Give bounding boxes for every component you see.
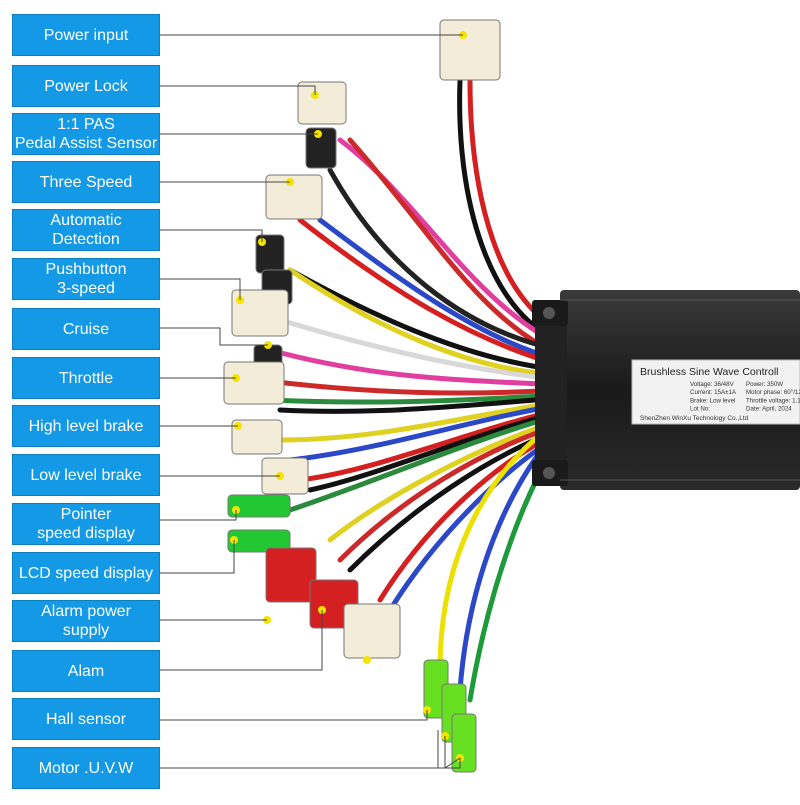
leader-line-alarm <box>160 610 323 671</box>
three-speed-connector <box>265 174 323 220</box>
label-pas-sensor: 1:1 PAS Pedal Assist Sensor <box>12 113 160 155</box>
label-power-lock: Power Lock <box>12 65 160 107</box>
power-lock-connector <box>297 81 347 125</box>
wire <box>307 409 563 493</box>
wire <box>467 77 563 333</box>
label-cruise: Cruise <box>12 308 160 350</box>
wire <box>337 422 563 563</box>
label-hall-sensor: Hall sensor <box>12 698 160 740</box>
label-automatic-detection: Automatic Detection <box>12 209 160 251</box>
pas-connector <box>305 127 337 169</box>
high-brake-connector <box>231 419 283 455</box>
label-three-speed: Three Speed <box>12 161 160 203</box>
throttle-connector <box>223 361 285 405</box>
wire <box>267 347 563 388</box>
label-low-level-brake: Low level brake <box>12 454 160 496</box>
leader-line-automatic-detection <box>160 229 263 242</box>
label-alarm: Alam <box>12 650 160 692</box>
spec-right: Throttle voltage: 1.1- <box>746 397 800 404</box>
wire <box>257 377 563 396</box>
wire <box>267 392 563 405</box>
motor-w-connector <box>451 713 477 773</box>
spec-left: Lot No: <box>690 406 710 413</box>
leader-line-pointer-speed-display <box>160 510 237 521</box>
label-alarm-power-supply: Alarm power supply <box>12 600 160 642</box>
label-pointer-speed-display: Pointer speed display <box>12 503 160 545</box>
leader-line-lcd-speed-display <box>160 540 235 574</box>
wire <box>277 399 563 443</box>
leader-line-motor-uvw <box>160 730 461 769</box>
label-motor-uvw: Motor .U.V.W <box>12 747 160 789</box>
wire <box>327 167 563 353</box>
spec-left: Voltage: 36/48V <box>690 381 735 388</box>
leader-lines <box>160 34 463 769</box>
label-throttle: Throttle <box>12 357 160 399</box>
sticker-maker: ShenZhen WinXu Technology Co.,Ltd <box>640 415 749 422</box>
leader-line-pushbutton-3-speed <box>160 278 241 300</box>
controller-end-cap <box>535 322 567 462</box>
wire <box>297 407 563 483</box>
wire <box>317 217 563 363</box>
label-high-level-brake: High level brake <box>12 405 160 447</box>
wire <box>287 267 563 373</box>
spec-sticker <box>631 359 800 425</box>
cruise-connector <box>231 289 289 337</box>
lcd-display-connector <box>227 529 291 553</box>
wire <box>327 417 563 543</box>
power-input-connector <box>439 19 501 81</box>
wire <box>277 317 563 383</box>
wire <box>287 267 563 378</box>
spec-left: Brake: Low level <box>690 397 735 404</box>
leader-line-hall-sensor <box>160 710 428 721</box>
mounting-hole-bottom <box>543 467 555 479</box>
spec-left: Current: 15A±1A <box>690 389 737 396</box>
wire <box>287 402 563 463</box>
label-power-input: Power input <box>12 14 160 56</box>
marker-dot <box>363 656 371 664</box>
leader-line-power-lock <box>160 85 316 95</box>
hall-sensor-connector <box>343 603 401 659</box>
leader-line-cruise <box>160 327 268 346</box>
spec-right: Date: April, 2024 <box>746 406 792 413</box>
spec-table: Voltage: 36/48V Power: 350W Current: 15A±1… <box>690 381 800 413</box>
sticker-title: Brushless Sine Wave Controll <box>640 366 779 378</box>
wire <box>347 137 563 358</box>
controller-box: Brushless Sine Wave Controll Voltage: 36… <box>532 290 800 490</box>
label-lcd-speed-display: LCD speed display <box>12 552 160 594</box>
mounting-hole-top <box>543 307 555 319</box>
wire-bundle <box>257 77 563 703</box>
alarm-power-connector <box>265 547 317 603</box>
label-pushbutton-3-speed: Pushbutton 3-speed <box>12 258 160 300</box>
wire <box>277 395 563 414</box>
spec-right: Motor phase: 60°/120° <box>746 389 800 396</box>
pointer-display-connector <box>227 494 291 518</box>
wire <box>297 217 563 368</box>
spec-right: Power: 350W <box>746 381 783 388</box>
wire <box>287 412 563 513</box>
